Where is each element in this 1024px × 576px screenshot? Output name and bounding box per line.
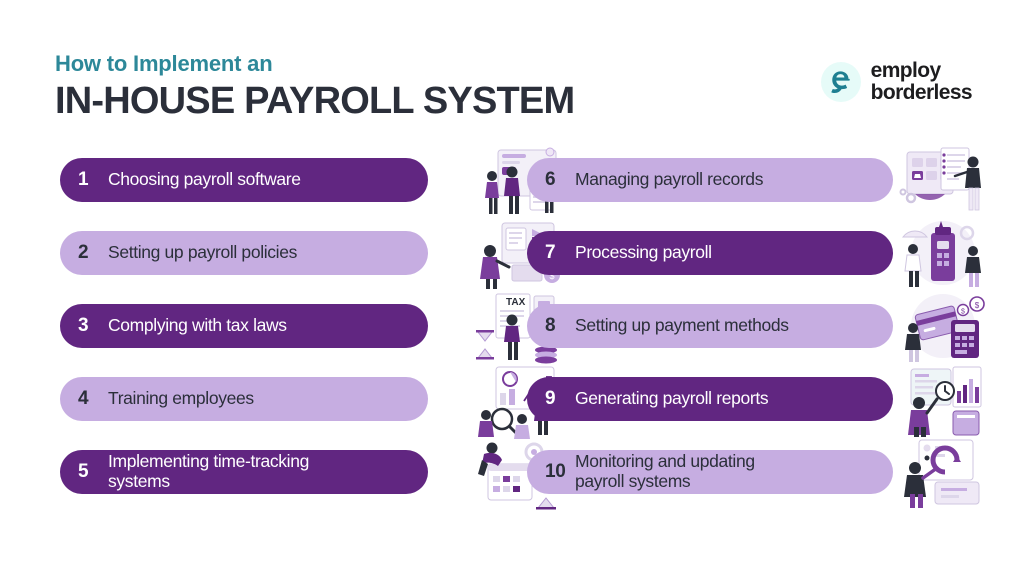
step-bar-7[interactable]: 7 Processing payroll <box>527 231 893 275</box>
step-number: 7 <box>545 242 556 263</box>
brand-logo: employ borderless <box>820 59 973 105</box>
step-bar-4[interactable]: 4 Training employees <box>60 377 428 421</box>
eyebrow-text: How to Implement an <box>55 51 273 76</box>
step-label: Training employees <box>108 388 254 409</box>
payroll-machine-people-illustration <box>897 219 989 293</box>
step-label: Setting up payment methods <box>575 315 789 336</box>
steps-column-left: 1 Choosing payroll software <box>60 147 561 523</box>
step-number: 5 <box>78 461 89 482</box>
steps-column-right: 6 Managing payroll records <box>527 147 985 523</box>
logo-line-2: borderless <box>870 81 973 105</box>
step-bar-5[interactable]: 5 Implementing time-tracking systems <box>60 450 428 494</box>
step-label: Choosing payroll software <box>108 169 301 190</box>
step-item[interactable]: 8 Setting up payment methods <box>527 294 985 377</box>
step-label: Monitoring and updating payroll systems <box>575 451 755 491</box>
step-number: 2 <box>78 242 89 263</box>
step-item[interactable]: 10 Monitoring and updating payroll syste… <box>527 439 980 523</box>
step-item[interactable]: 1 Choosing payroll software <box>60 147 557 231</box>
step-number: 8 <box>545 315 556 336</box>
step-label: Setting up payroll policies <box>108 242 297 263</box>
step-item[interactable]: 3 Complying with tax laws TAX % <box>60 293 561 377</box>
step-number: 3 <box>78 315 89 336</box>
step-bar-2[interactable]: 2 Setting up payroll policies <box>60 231 428 275</box>
logo-line-1: employ <box>870 59 942 82</box>
step-number: 4 <box>78 388 89 409</box>
step-number: 1 <box>78 169 89 190</box>
records-folder-checklist-illustration <box>897 146 989 220</box>
step-bar-10[interactable]: 10 Monitoring and updating payroll syste… <box>527 450 893 494</box>
step-number: 9 <box>545 388 556 409</box>
step-bar-6[interactable]: 6 Managing payroll records <box>527 158 893 202</box>
monitor-dashboard-update-illustration <box>897 438 989 512</box>
page-title: IN-HOUSE PAYROLL SYSTEM <box>55 80 575 123</box>
step-label: Complying with tax laws <box>108 315 287 336</box>
step-number: 6 <box>545 169 556 190</box>
step-bar-8[interactable]: 8 Setting up payment methods <box>527 304 893 348</box>
reports-bar-chart-clock-illustration <box>897 365 989 439</box>
step-item[interactable]: 7 Processing payroll <box>527 221 981 304</box>
page-header: How to Implement an IN-HOUSE PAYROLL SYS… <box>55 51 815 124</box>
svg-text:$: $ <box>961 309 965 316</box>
step-item[interactable]: 9 Generating payroll reports <box>527 366 982 450</box>
step-item[interactable]: 5 Implementing time-tracking systems <box>60 442 556 523</box>
step-item[interactable]: 6 Managing payroll records <box>527 147 981 231</box>
step-label: Processing payroll <box>575 242 712 263</box>
logo-wordmark: employ borderless <box>870 59 973 105</box>
step-number: 10 <box>545 461 566 482</box>
e-monogram-icon <box>820 62 861 103</box>
step-item[interactable]: 4 Training employees <box>60 366 555 450</box>
step-label: Managing payroll records <box>575 169 764 190</box>
credit-card-calculator-coins-illustration: $ $ <box>897 292 989 366</box>
step-item[interactable]: 2 Setting up payroll policies $ <box>60 222 560 304</box>
step-bar-3[interactable]: 3 Complying with tax laws <box>60 304 428 348</box>
step-label: Implementing time-tracking systems <box>108 451 309 491</box>
step-bar-1[interactable]: 1 Choosing payroll software <box>60 158 428 202</box>
step-bar-9[interactable]: 9 Generating payroll reports <box>527 377 893 421</box>
step-label: Generating payroll reports <box>575 388 769 409</box>
